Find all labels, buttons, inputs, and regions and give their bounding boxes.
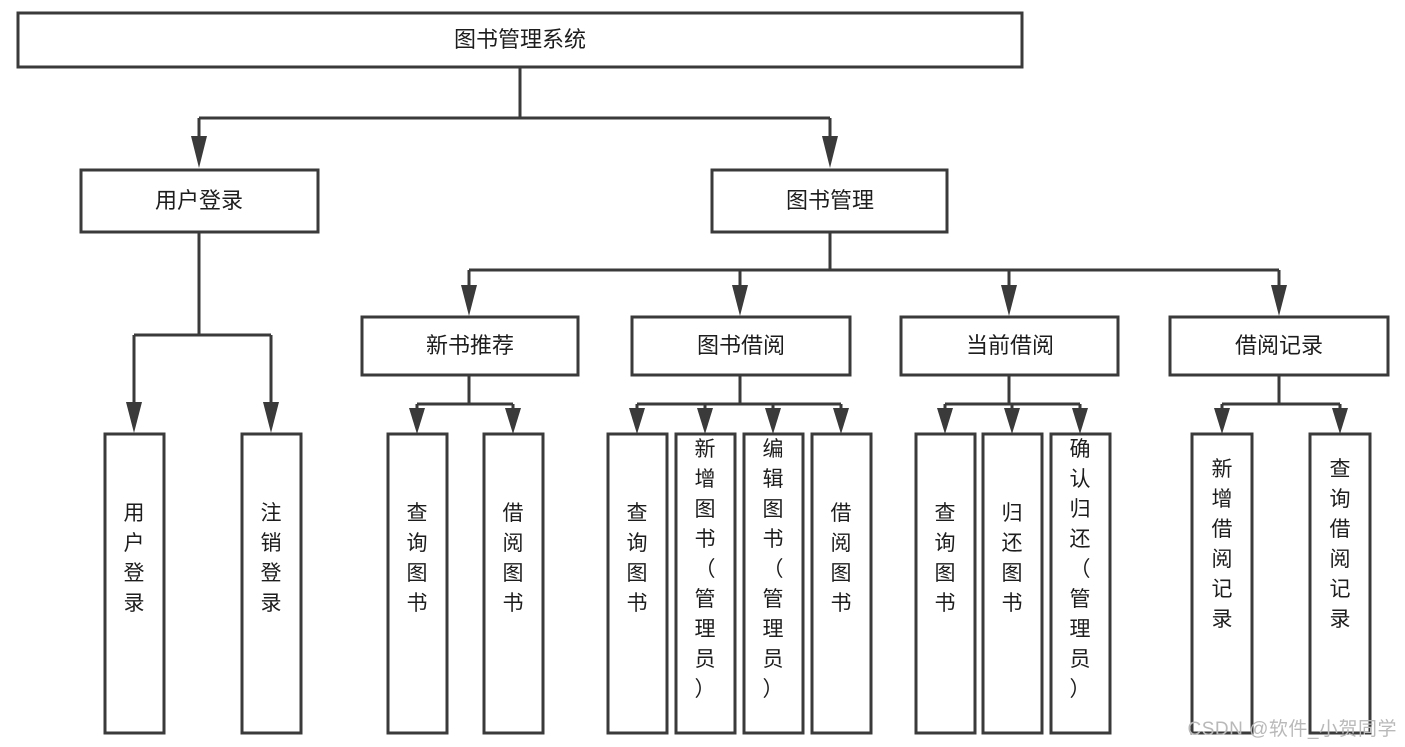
- arrow-to-leaf-query-record: [1332, 408, 1348, 434]
- node-root-box: [16, 11, 1024, 69]
- leaf-query-book-borrow-box: [606, 432, 669, 735]
- arrow-to-book-manage: [822, 136, 838, 168]
- arrow-to-leaf-borrow-book-1: [505, 408, 521, 434]
- node-book-management-box: [710, 168, 949, 234]
- arrow-to-leaf-confirm-return: [1072, 408, 1088, 434]
- node-book-borrow-label: 图书借阅: [697, 333, 785, 358]
- leaf-borrow-book-borrow-label: 借阅图书: [831, 502, 852, 615]
- arrow-to-leaf-add-record: [1214, 408, 1230, 434]
- leaf-query-borrow-record-label: 查询借阅记录: [1330, 458, 1351, 631]
- node-current-borrow-box: [899, 315, 1120, 377]
- node-current-borrow-label: 当前借阅: [966, 333, 1054, 358]
- leaf-node-query-borrow-record[interactable]: 查询借阅记录: [1308, 432, 1372, 735]
- leaf-add-borrow-record-label: 新增借阅记录: [1212, 458, 1233, 631]
- node-new-book-recommend-box: [360, 315, 580, 377]
- node-user-login-box: [79, 168, 320, 234]
- leaf-logout-box: [240, 432, 303, 735]
- arrow-to-borrow-record: [1271, 285, 1287, 316]
- arrow-to-leaf-query-book-3: [937, 408, 953, 434]
- leaf-borrow-book-recommend-box: [482, 432, 545, 735]
- leaf-confirm-return-label: 确认归还（管理员）: [1070, 438, 1091, 701]
- leaf-borrow-book-borrow-box: [810, 432, 873, 735]
- node-root-book-management-system[interactable]: 图书管理系统: [16, 11, 1024, 69]
- node-user-login-label: 用户登录: [155, 188, 243, 213]
- arrow-to-leaf-query-book-2: [629, 408, 645, 434]
- leaf-node-add-book[interactable]: 新增图书（管理员）: [674, 432, 737, 735]
- node-borrow-record-label: 借阅记录: [1235, 333, 1323, 358]
- node-user-login[interactable]: 用户登录: [79, 168, 320, 234]
- arrow-to-leaf-edit-book: [765, 408, 781, 434]
- arrow-to-leaf-user-login: [126, 402, 142, 433]
- leaf-edit-book-label: 编辑图书（管理员）: [763, 438, 784, 701]
- leaf-query-book-current-label: 查询图书: [935, 502, 956, 615]
- arrow-to-leaf-add-book: [697, 408, 713, 434]
- node-borrow-record[interactable]: 借阅记录: [1168, 315, 1390, 377]
- leaf-query-borrow-record-box: [1308, 432, 1372, 735]
- node-book-management-label: 图书管理: [786, 188, 874, 213]
- leaf-return-book-label: 归还图书: [1002, 502, 1023, 615]
- leaf-return-book-box: [981, 432, 1044, 735]
- leaf-node-borrow-book-recommend[interactable]: 借阅图书: [482, 432, 545, 735]
- connector-layer: [126, 67, 1348, 434]
- leaf-add-borrow-record-box: [1190, 432, 1254, 735]
- leaf-confirm-return-box: [1049, 432, 1112, 735]
- node-book-borrow-box: [630, 315, 852, 377]
- leaf-edit-book-box: [742, 432, 805, 735]
- leaf-borrow-book-recommend-label: 借阅图书: [503, 502, 524, 615]
- leaf-add-book-box: [674, 432, 737, 735]
- leaf-user-login-box: [103, 432, 166, 735]
- leaf-logout-label: 注销登录: [261, 502, 282, 615]
- leaf-node-borrow-book-borrow[interactable]: 借阅图书: [810, 432, 873, 735]
- arrow-to-leaf-borrow-book-2: [833, 408, 849, 434]
- leaf-node-user-login[interactable]: 用户登录: [103, 432, 166, 735]
- arrow-to-user-login: [191, 136, 207, 168]
- leaf-node-confirm-return[interactable]: 确认归还（管理员）: [1049, 432, 1112, 735]
- leaf-node-logout[interactable]: 注销登录: [240, 432, 303, 735]
- leaf-node-return-book[interactable]: 归还图书: [981, 432, 1044, 735]
- arrow-to-book-borrow: [732, 285, 748, 316]
- node-new-book-recommend[interactable]: 新书推荐: [360, 315, 580, 377]
- leaf-node-edit-book[interactable]: 编辑图书（管理员）: [742, 432, 805, 735]
- leaf-query-book-borrow-label: 查询图书: [627, 502, 648, 615]
- node-book-borrow[interactable]: 图书借阅: [630, 315, 852, 377]
- arrow-to-leaf-query-book-1: [409, 408, 425, 434]
- leaf-node-query-book-borrow[interactable]: 查询图书: [606, 432, 669, 735]
- node-borrow-record-box: [1168, 315, 1390, 377]
- node-new-book-recommend-label: 新书推荐: [426, 333, 514, 358]
- arrow-to-leaf-logout: [263, 402, 279, 433]
- node-root-label: 图书管理系统: [454, 27, 586, 52]
- leaf-node-query-book-recommend[interactable]: 查询图书: [386, 432, 449, 735]
- arrow-to-new-book-recommend: [461, 285, 477, 316]
- leaf-add-book-label: 新增图书（管理员）: [695, 438, 716, 701]
- leaf-node-query-book-current[interactable]: 查询图书: [914, 432, 977, 735]
- arrow-to-leaf-return-book: [1004, 408, 1020, 434]
- leaf-node-add-borrow-record[interactable]: 新增借阅记录: [1190, 432, 1254, 735]
- arrow-to-current-borrow: [1001, 285, 1017, 316]
- leaf-query-book-recommend-box: [386, 432, 449, 735]
- node-book-management[interactable]: 图书管理: [710, 168, 949, 234]
- leaf-query-book-current-box: [914, 432, 977, 735]
- node-current-borrow[interactable]: 当前借阅: [899, 315, 1120, 377]
- leaf-user-login-label: 用户登录: [124, 502, 145, 615]
- leaf-query-book-recommend-label: 查询图书: [407, 502, 428, 615]
